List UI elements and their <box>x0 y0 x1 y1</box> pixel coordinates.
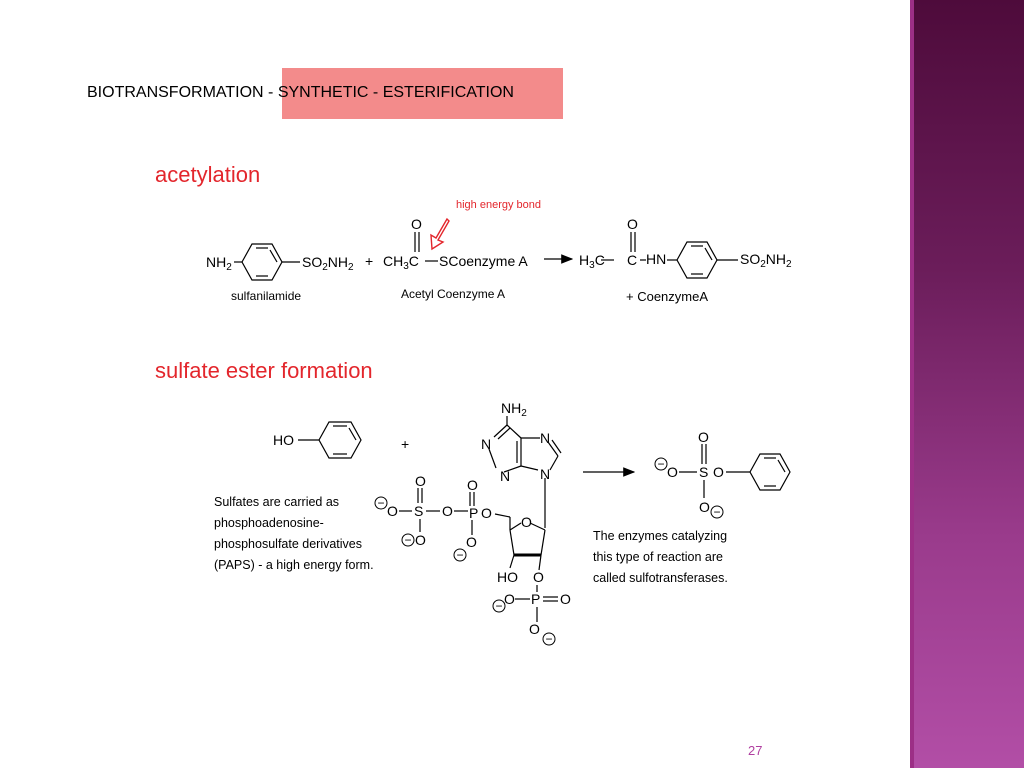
minus-sign: − <box>495 599 502 613</box>
adenine-ring <box>488 416 562 473</box>
product-carbonyl-carbon: C <box>627 252 637 268</box>
product-oxygen-ester: O <box>713 464 724 480</box>
plus-sign: + <box>365 253 373 269</box>
phosphate2-oxygen-left: O <box>504 591 515 607</box>
sidebar-decoration <box>914 0 1024 768</box>
coenzyme-a-group: SCoenzyme A <box>439 253 528 269</box>
acetylation-reaction <box>234 217 738 281</box>
sulfation-labels: HO + NH2 N N N N O O S O O O P O O O HO … <box>273 400 724 637</box>
product-sulfur: S <box>699 464 708 480</box>
product-oxygen: O <box>627 216 638 232</box>
paps-note: Sulfates are carried as phosphoadenosine… <box>214 495 374 572</box>
sulfanilamide-sulfonamide: SO2NH2 <box>302 254 354 273</box>
minus-sign: − <box>713 505 720 519</box>
sidebar-border <box>910 0 914 768</box>
adenine-n1: N <box>481 436 491 452</box>
title-highlight-box <box>282 68 563 119</box>
phosphate-oxygen-ester: O <box>481 505 492 521</box>
product-benzene-ring <box>749 453 791 491</box>
minus-sign: − <box>404 533 411 547</box>
coenzyme-a-byproduct: + CoenzymeA <box>626 289 708 304</box>
slide-title: BIOTRANSFORMATION - SYNTHETIC - ESTERIFI… <box>87 84 514 101</box>
sulfate-sulfur: S <box>414 503 423 519</box>
adenine-n3: N <box>500 468 510 484</box>
sulfate-oxygen-top: O <box>415 473 426 489</box>
high-energy-bond-arrow <box>430 217 450 251</box>
negative-charge-marks <box>374 457 724 646</box>
heading-sulfate-ester: sulfate ester formation <box>155 358 373 383</box>
phosphate-oxygen-top: O <box>467 477 478 493</box>
product-oxygen-anion: O <box>667 464 678 480</box>
minus-sign: − <box>377 496 384 510</box>
minus-sign: − <box>545 632 552 646</box>
adenine-n7: N <box>540 430 550 446</box>
phosphate-phosphorus: P <box>469 505 478 521</box>
adenine-n9: N <box>540 466 550 482</box>
minus-sign: − <box>657 457 664 471</box>
product-oxygen-top: O <box>698 429 709 445</box>
sulfate-oxygen-anion: O <box>387 503 398 519</box>
heading-acetylation: acetylation <box>155 162 261 187</box>
phosphate2-oxygen-right: O <box>560 591 571 607</box>
product-oxygen-bottom: O <box>699 499 710 515</box>
phosphate2-oxygen-bottom: O <box>529 621 540 637</box>
ribose-ring <box>494 513 546 571</box>
acetyl-coa-caption: Acetyl Coenzyme A <box>401 287 505 301</box>
product-methyl: H3C <box>579 252 605 271</box>
plus-sign: + <box>401 436 409 452</box>
phosphate-oxygen-bottom: O <box>466 534 477 550</box>
negative-charge-signs: − − − − − − − <box>377 457 720 646</box>
product-sulfonamide: SO2NH2 <box>740 251 792 270</box>
sulfation-bonds <box>298 416 791 622</box>
ribose-3-oxygen: O <box>533 569 544 585</box>
product-amine: HN <box>646 251 666 267</box>
adenine-amine: NH2 <box>501 400 527 419</box>
ribose-hydroxyl: HO <box>497 569 518 585</box>
phenol-ring <box>318 421 362 459</box>
sulfanilamide-ring <box>241 243 283 281</box>
high-energy-bond-label: high energy bond <box>456 199 541 211</box>
phosphate2-phosphorus: P <box>531 591 540 607</box>
anhydride-oxygen: O <box>442 503 453 519</box>
product-ring <box>676 241 718 279</box>
acetylation-labels: NH2 SO2NH2 sulfanilamide + O CH3C SCoenz… <box>206 199 792 304</box>
sulfotransferase-note: The enzymes catalyzing this type of reac… <box>593 529 728 585</box>
minus-sign: − <box>456 548 463 562</box>
acetyl-methyl-carbon: CH3C <box>383 253 419 272</box>
acetyl-oxygen: O <box>411 216 422 232</box>
page-number: 27 <box>748 743 763 758</box>
sulfanilamide-caption: sulfanilamide <box>231 289 301 303</box>
ribose-ring-oxygen: O <box>521 514 532 530</box>
sulfate-oxygen-bottom: O <box>415 532 426 548</box>
sulfanilamide-amine: NH2 <box>206 254 232 273</box>
phenol-hydroxyl: HO <box>273 432 294 448</box>
